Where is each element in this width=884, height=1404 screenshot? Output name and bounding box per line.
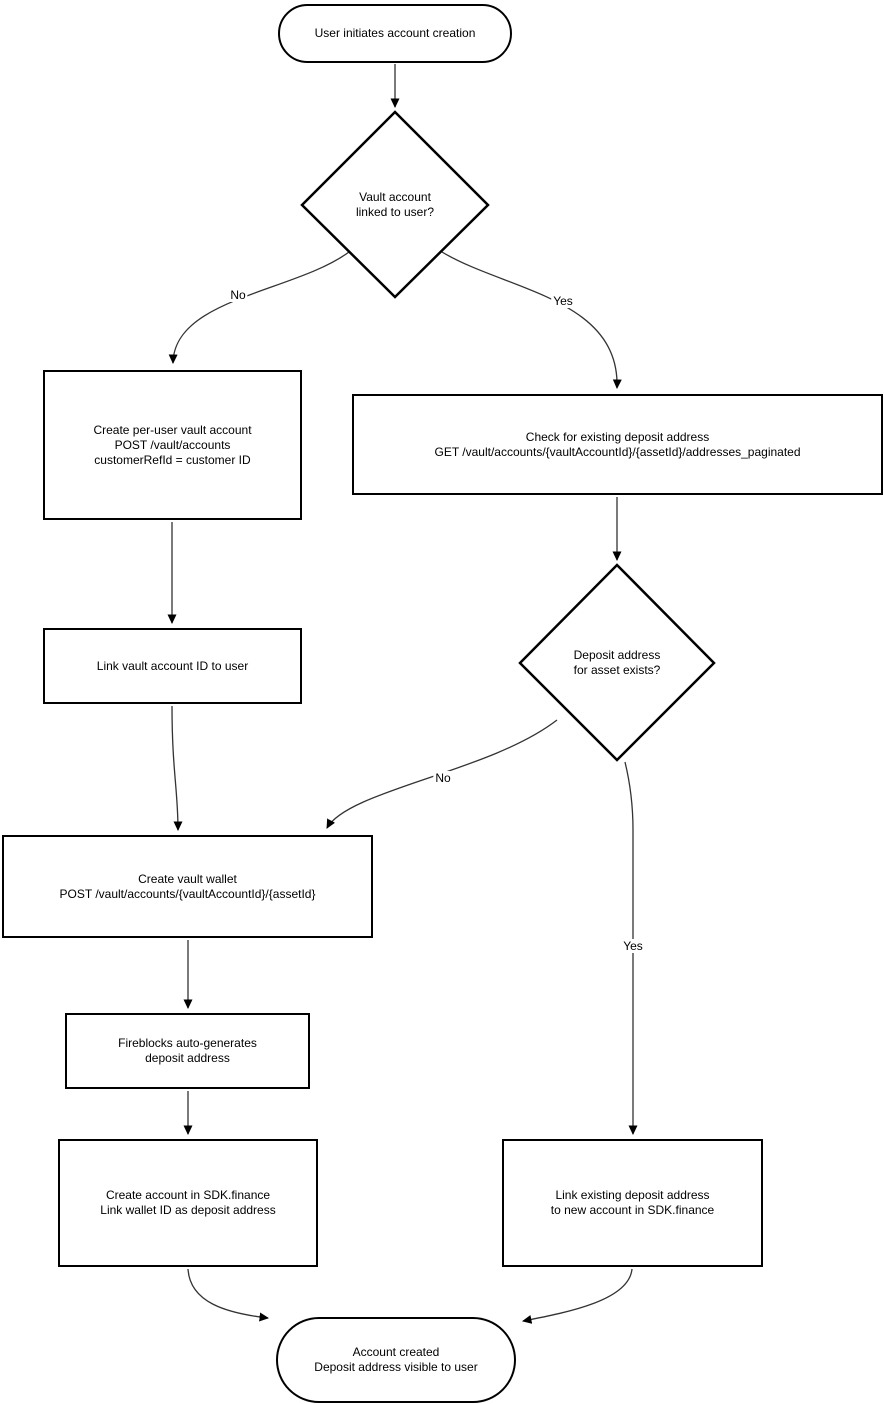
node-check-deposit-address: Check for existing deposit address GET /… [352,394,883,495]
edge-decision1-no [168,251,350,364]
edge-label-vault-linked-yes: Yes [551,294,575,308]
edge-decision2-no [326,719,558,829]
edge-decision1-yes [441,251,622,389]
node-end: Account created Deposit address visible … [276,1317,516,1403]
node-fireblocks-autogenerate: Fireblocks auto-generates deposit addres… [65,1013,310,1089]
node-decision-vault-linked: Vault account linked to user? [355,190,435,219]
edge-label-deposit-exists-yes: Yes [621,939,645,953]
decision-vault-linked-shape [300,110,490,299]
edge-label-vault-linked-no: No [228,288,248,302]
node-start: User initiates account creation [278,4,512,63]
node-link-vault-id: Link vault account ID to user [43,628,302,704]
node-create-vault-account: Create per-user vault account POST /vaul… [43,370,302,520]
edge-sdk-to-end [187,1268,269,1322]
node-decision-deposit-exists: Deposit address for asset exists? [573,648,661,677]
node-create-vault-wallet: Create vault wallet POST /vault/accounts… [2,835,373,938]
edge-decision2-yes [624,761,638,1135]
decision-deposit-exists-shape [518,563,716,762]
edge-label-deposit-exists-no: No [433,771,453,785]
edge-link-id-to-wallet [171,705,183,831]
node-link-existing-address: Link existing deposit address to new acc… [502,1139,763,1267]
edge-link-existing-to-end [522,1268,633,1324]
node-create-account-sdk: Create account in SDK.finance Link walle… [58,1139,318,1267]
